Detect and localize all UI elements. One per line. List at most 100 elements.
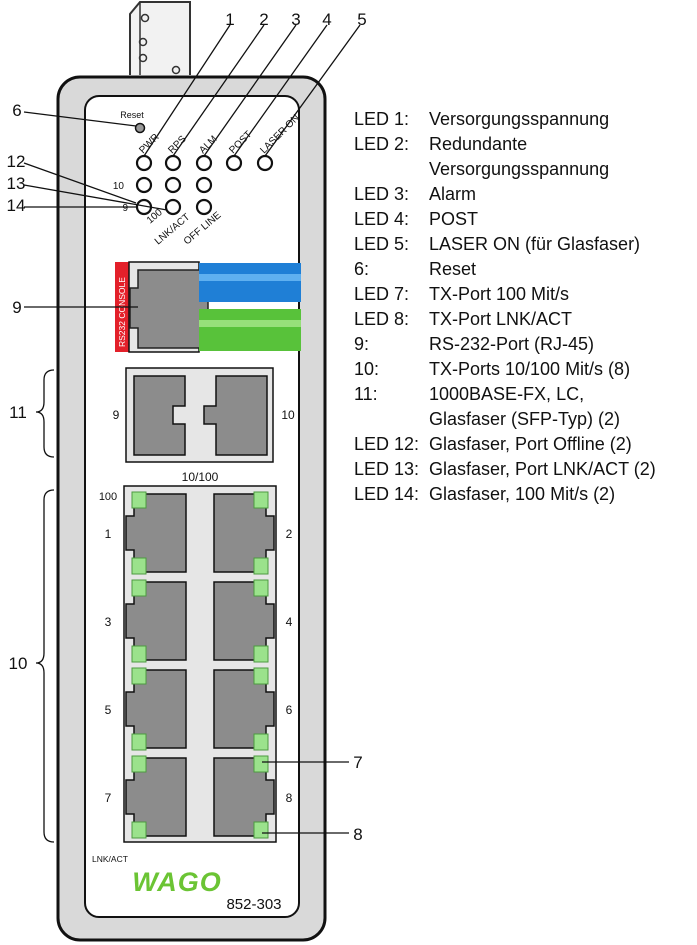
port-label-2: 2 bbox=[286, 527, 293, 541]
port-label-1: 1 bbox=[105, 527, 112, 541]
legend-key: LED 5: bbox=[354, 234, 410, 254]
port-label-5: 5 bbox=[105, 703, 112, 717]
led-fiber-lnk-9 bbox=[164, 198, 182, 216]
led-lnk-port-4 bbox=[253, 645, 269, 663]
top-led-row bbox=[135, 154, 274, 172]
port-label-8: 8 bbox=[286, 791, 293, 805]
din-rail-clip bbox=[129, 1, 191, 75]
callout-13: 13 bbox=[7, 174, 26, 193]
legend-text: Reset bbox=[429, 259, 477, 279]
port-100-label: 100 bbox=[99, 491, 117, 503]
row-label-9: 9 bbox=[122, 203, 128, 214]
fiber-led-grid bbox=[135, 176, 213, 216]
callout-10: 10 bbox=[9, 654, 28, 673]
led-fiber-offline-9 bbox=[195, 198, 213, 216]
legend-key: LED 13: bbox=[354, 459, 420, 479]
legend-text: Glasfaser, Port Offline (2) bbox=[429, 434, 632, 454]
legend-row: LED 14:Glasfaser, 100 Mit/s (2) bbox=[354, 482, 694, 507]
legend-row: LED 4:POST bbox=[354, 207, 694, 232]
legend-row: LED 7:TX-Port 100 Mit/s bbox=[354, 282, 694, 307]
ethernet-port-1 bbox=[125, 493, 187, 573]
port-label-6: 6 bbox=[286, 703, 293, 717]
sfp-label-9: 9 bbox=[113, 408, 120, 422]
led-100-port-3 bbox=[131, 579, 147, 597]
led-100-port-8 bbox=[253, 755, 269, 773]
port-label-7: 7 bbox=[105, 791, 112, 805]
legend-key: LED 8: bbox=[354, 309, 410, 329]
legend-row: LED 8:TX-Port LNK/ACT bbox=[354, 307, 694, 332]
ports-header: 10/100 bbox=[182, 470, 219, 484]
sfp-label-10: 10 bbox=[281, 408, 295, 422]
sfp-slot-10 bbox=[203, 375, 268, 456]
legend-text: Versorgungsspannung bbox=[429, 159, 610, 179]
sfp-slots: 9 10 bbox=[113, 367, 295, 463]
legend-key bbox=[354, 157, 429, 182]
legend-text: Redundante bbox=[429, 134, 528, 154]
callout-5: 5 bbox=[357, 10, 366, 29]
callout-4: 4 bbox=[322, 10, 331, 29]
legend-key: 9: bbox=[354, 334, 370, 354]
brace-10 bbox=[35, 489, 55, 843]
led-laser-on bbox=[256, 154, 274, 172]
callout-1: 1 bbox=[225, 10, 234, 29]
legend-key: LED 1: bbox=[354, 109, 410, 129]
legend-row: LED 5: LASER ON (für Glasfaser) bbox=[354, 232, 694, 257]
led-lnk-port-5 bbox=[131, 733, 147, 751]
led-fiber-100-10 bbox=[135, 176, 153, 194]
callout-8: 8 bbox=[353, 825, 362, 844]
bottom-lnk-label: LNK/ACT bbox=[92, 854, 128, 864]
led-lnk-port-1 bbox=[131, 557, 147, 575]
legend-row: Versorgungsspannung bbox=[354, 157, 694, 182]
ethernet-port-5 bbox=[125, 669, 187, 749]
legend-text: Glasfaser, Port LNK/ACT (2) bbox=[429, 459, 656, 479]
led-post bbox=[225, 154, 243, 172]
port-label-3: 3 bbox=[105, 615, 112, 629]
led-100-port-4 bbox=[253, 579, 269, 597]
reset-button[interactable] bbox=[134, 122, 146, 134]
green-cable-highlight bbox=[199, 320, 301, 327]
led-lnk-port-6 bbox=[253, 733, 269, 751]
console-jack bbox=[129, 269, 209, 349]
led-lnk-port-2 bbox=[253, 557, 269, 575]
callout-9: 9 bbox=[12, 298, 21, 317]
legend-text: LASER ON (für Glasfaser) bbox=[429, 234, 641, 254]
legend-key: 11: bbox=[354, 384, 378, 404]
brand-logo: WAGO bbox=[132, 867, 222, 897]
legend-row: Glasfaser (SFP-Typ) (2) bbox=[354, 407, 694, 432]
led-100-port-5 bbox=[131, 667, 147, 685]
legend-key: LED 12: bbox=[354, 434, 420, 454]
legend-key: LED 3: bbox=[354, 184, 410, 204]
ethernet-port-3 bbox=[125, 581, 187, 661]
ethernet-ports bbox=[125, 491, 275, 839]
callout-lines bbox=[23, 24, 361, 843]
legend-key: LED 4: bbox=[354, 209, 410, 229]
green-cable bbox=[199, 309, 301, 351]
led-100-port-6 bbox=[253, 667, 269, 685]
rs232-console-port: RS232 CONSOLE bbox=[115, 261, 301, 353]
blue-cable-highlight bbox=[199, 274, 301, 281]
legend-row: LED 13: Glasfaser, Port LNK/ACT (2) bbox=[354, 457, 694, 482]
callout-7: 7 bbox=[353, 753, 362, 772]
sfp-slot-9 bbox=[133, 375, 186, 456]
callout-6: 6 bbox=[12, 101, 21, 120]
led-100-port-1 bbox=[131, 491, 147, 509]
legend-row: 6: Reset bbox=[354, 257, 694, 282]
legend-key bbox=[354, 407, 429, 432]
legend-key: 6: bbox=[354, 259, 370, 279]
callout-12: 12 bbox=[7, 152, 26, 171]
led-pwr bbox=[135, 154, 153, 172]
console-label: RS232 CONSOLE bbox=[117, 277, 127, 347]
model-number: 852-303 bbox=[226, 896, 281, 913]
ethernet-port-7 bbox=[125, 757, 187, 837]
legend-row: 9:RS-232-Port (RJ-45) bbox=[354, 332, 694, 357]
brace-11 bbox=[35, 369, 55, 458]
legend-key: LED 2: bbox=[354, 134, 410, 154]
led-rps bbox=[164, 154, 182, 172]
callout-14: 14 bbox=[7, 196, 26, 215]
legend-text: Versorgungsspannung bbox=[429, 109, 610, 129]
callout-11: 11 bbox=[9, 403, 27, 422]
legend-text: Alarm bbox=[429, 184, 477, 204]
legend-row: LED 1: Versorgungsspannung bbox=[354, 107, 694, 132]
legend-text: Glasfaser, 100 Mit/s (2) bbox=[429, 484, 616, 504]
